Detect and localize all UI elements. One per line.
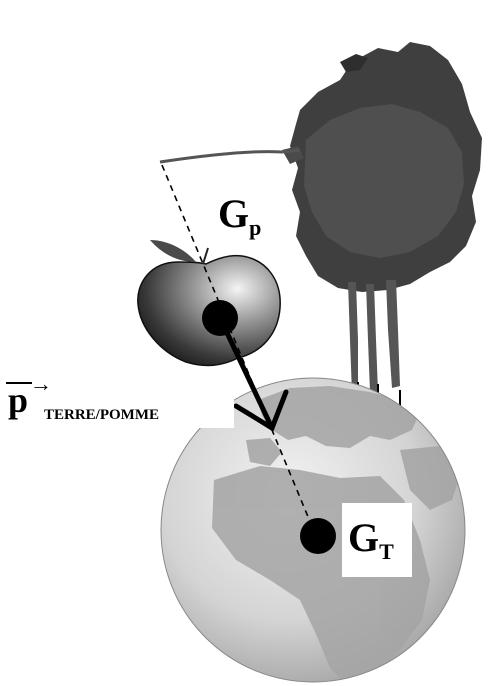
earth-center-subscript: T — [379, 539, 394, 564]
apple-center-label: Gp — [212, 182, 290, 254]
earth-center-letter: G — [348, 515, 379, 560]
apple-leaf — [150, 240, 196, 262]
tree-trunks — [348, 280, 400, 394]
earth-center-of-gravity — [300, 518, 336, 554]
earth-center-label: GT — [342, 503, 412, 577]
apple — [138, 240, 280, 365]
apple-stem — [203, 248, 208, 264]
tree-foliage — [282, 42, 482, 292]
apple-center-subscript: p — [249, 215, 261, 240]
vector-arrow-glyph: → — [30, 372, 52, 396]
apple-center-of-gravity — [202, 300, 238, 336]
tree-branch — [160, 150, 300, 162]
force-label: → p TERRE/POMME — [6, 372, 234, 428]
force-subscript: TERRE/POMME — [44, 406, 159, 424]
apple-center-letter: G — [218, 191, 249, 236]
force-symbol: p — [8, 380, 28, 420]
